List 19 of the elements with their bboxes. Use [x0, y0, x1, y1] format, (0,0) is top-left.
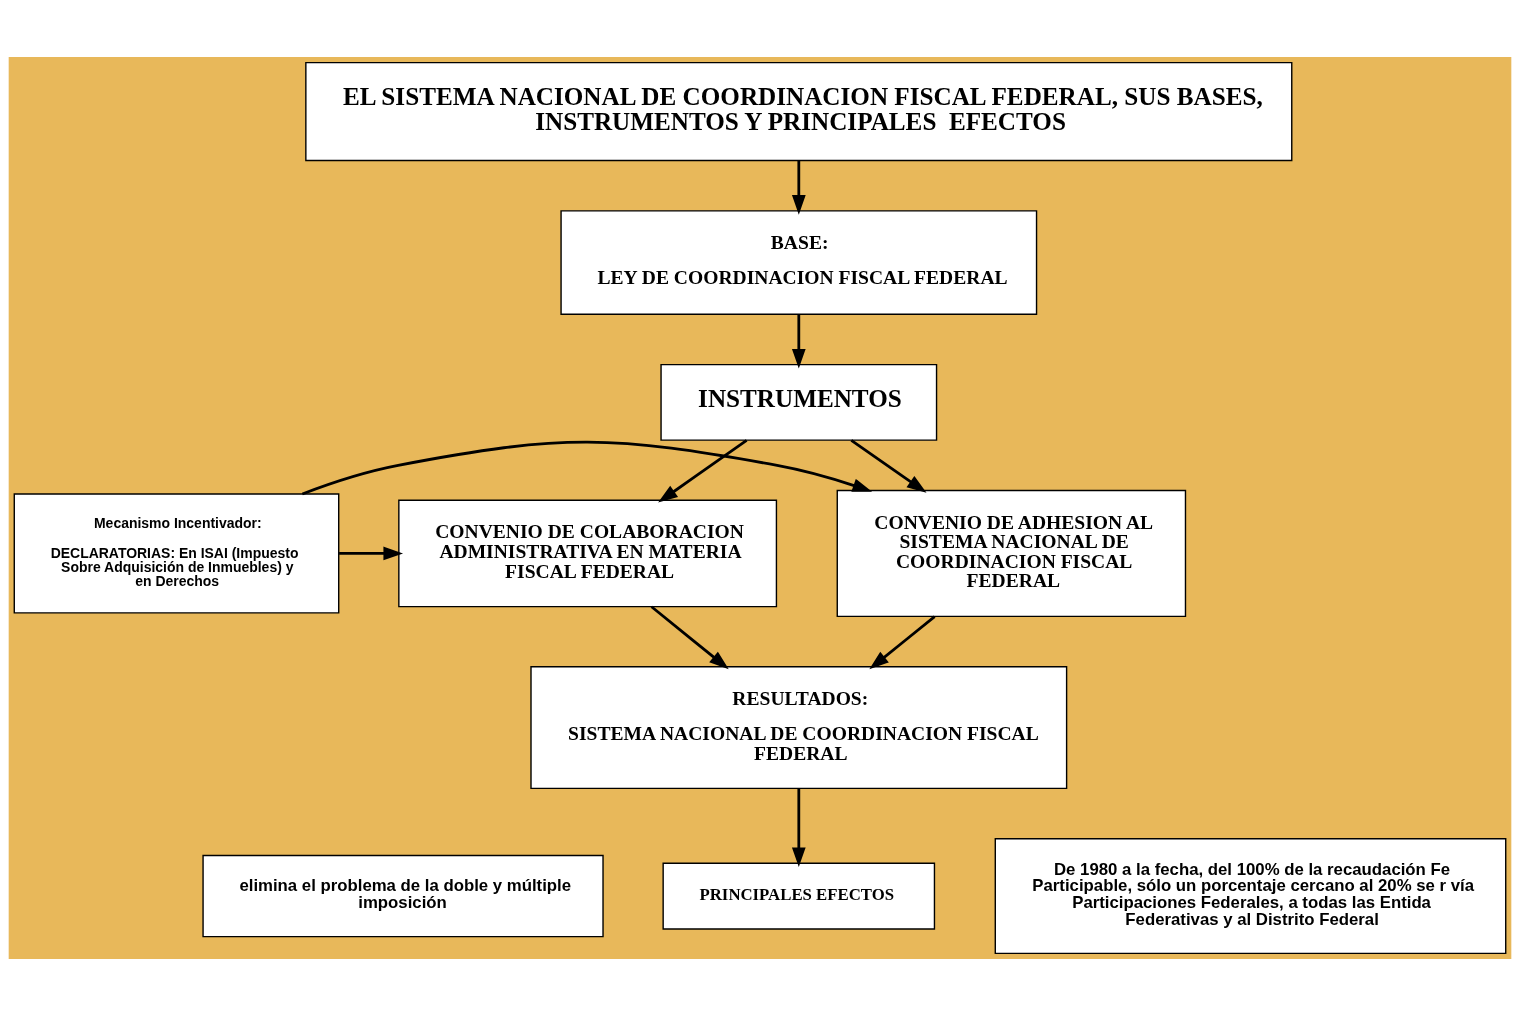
node-box: INSTRUMENTOS — [660, 363, 938, 441]
node-box: CONVENIO DE ADHESION AL SISTEMA NACIONAL DE COORDINACION FISCAL FEDERAL — [836, 489, 1187, 617]
node-box: RESULTADOS: SISTEMA NACIONAL DE COORDINACION FISCAL FEDERAL — [530, 665, 1068, 789]
arrow — [791, 788, 806, 867]
node-box: De 1980 a la fecha, del 100% de la recaudación Fe Participable, sólo un porcentaje cercano al 20% se r vía Participaciones Federales, a todas las Entida Federativas y al Distrito Federal — [994, 837, 1507, 954]
node-box: PRINCIPALES EFECTOS — [662, 862, 936, 930]
node-box: elimina el problema de la doble y múltiple imposición — [202, 854, 604, 937]
node-box: CONVENIO DE COLABORACION ADMINISTRATIVA EN MATERIA FISCAL FEDERAL — [398, 499, 778, 607]
arrow — [339, 546, 404, 560]
node-box: Mecanismo Incentivador: DECLARATORIAS: En ISAI (Impuesto Sobre Adquisición de Inmuebles) y en Derechos — [13, 492, 340, 614]
node-box: BASE: LEY DE COORDINACION FISCAL FEDERAL — [560, 209, 1038, 315]
arrow — [301, 440, 873, 495]
arrow — [850, 438, 927, 493]
arrow — [658, 438, 748, 503]
arrow — [869, 615, 936, 669]
node-box: EL SISTEMA NACIONAL DE COORDINACION FISCAL FEDERAL, SUS BASES, INSTRUMENTOS Y PRINCIPALES EFECTOS — [305, 61, 1293, 161]
arrow — [650, 605, 729, 669]
arrow — [791, 160, 806, 215]
arrow — [791, 314, 806, 368]
